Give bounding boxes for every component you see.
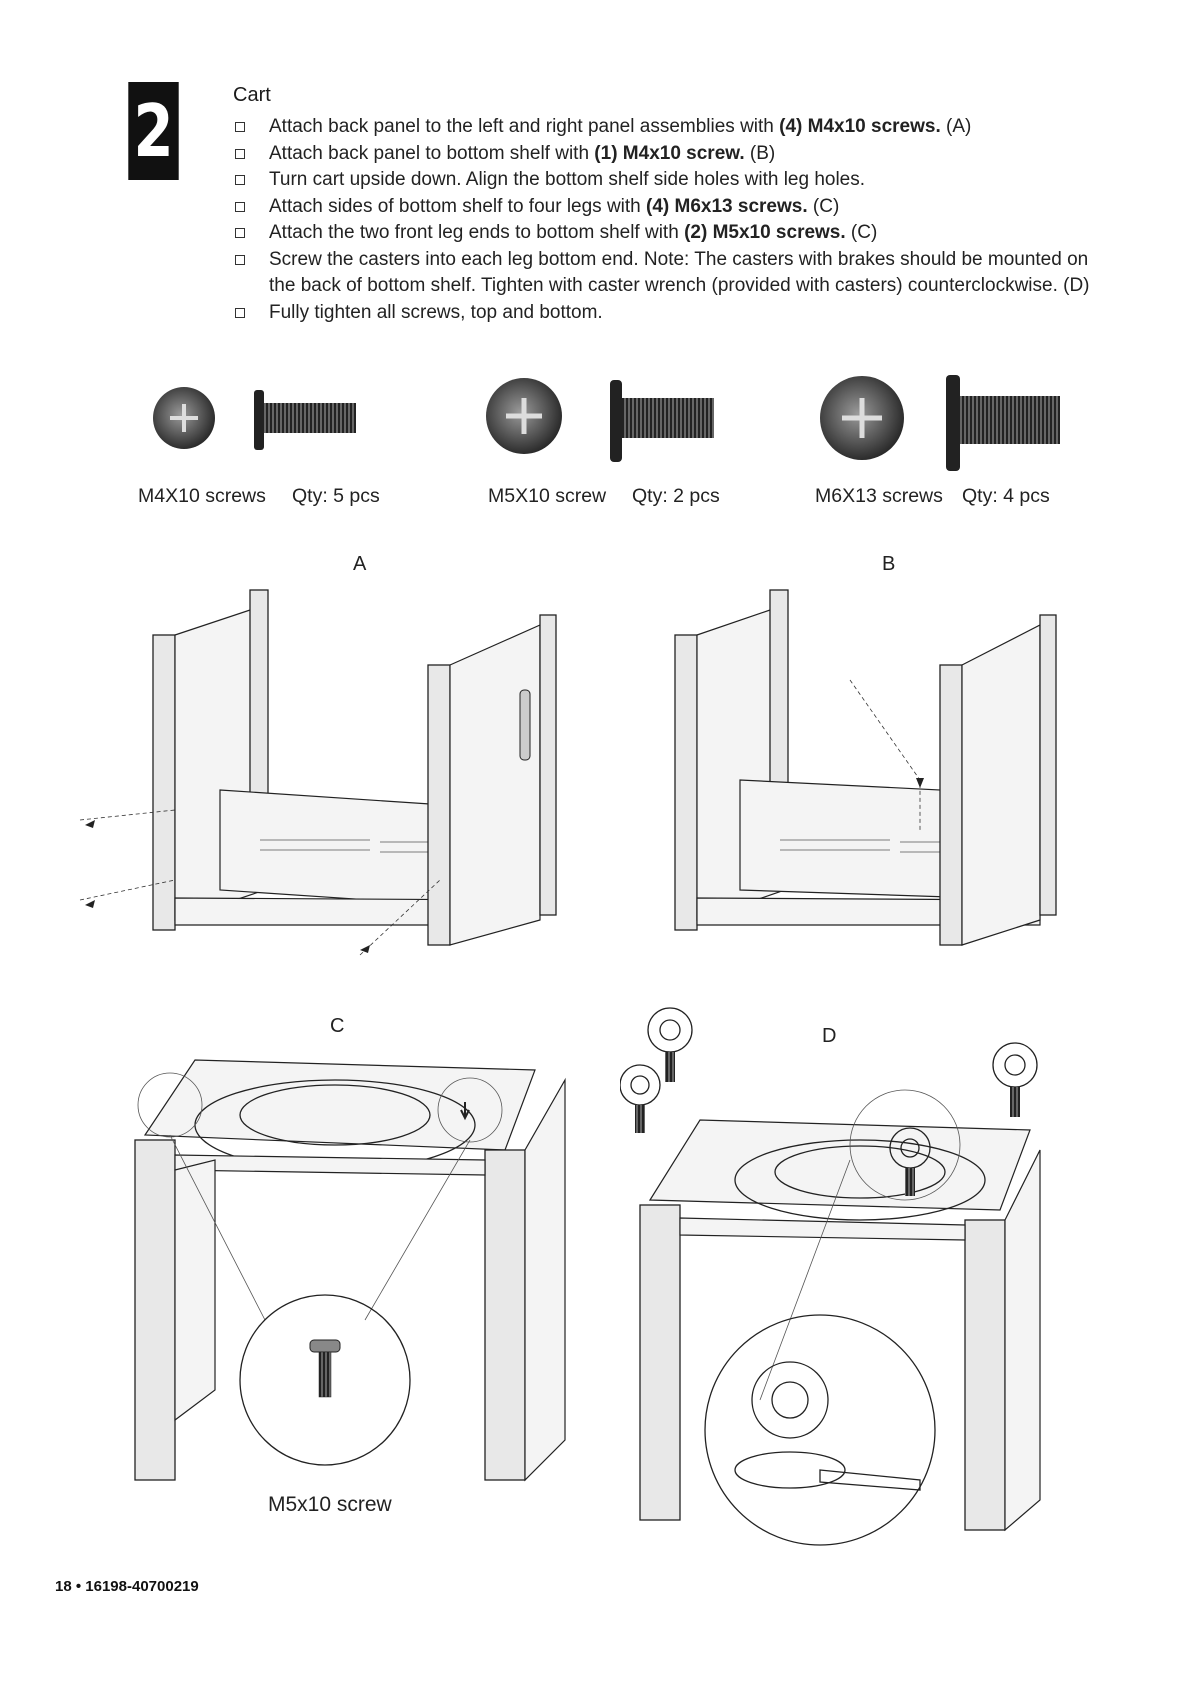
hardware-qty: Qty: 5 pcs <box>292 485 380 507</box>
hardware-strip <box>153 375 1060 471</box>
checkbox-icon <box>235 175 245 185</box>
caster-icon <box>647 1007 693 1082</box>
step-number-badge: 2 <box>128 82 179 180</box>
page-footer: 18 • 16198-40700219 <box>55 1578 199 1595</box>
diagram-b <box>674 589 1057 946</box>
diagram-label-c: C <box>330 1015 345 1037</box>
instruction-item: Attach back panel to the left and right … <box>233 114 1113 141</box>
instruction-item: Fully tighten all screws, top and bottom… <box>233 300 1113 327</box>
instruction-item: Attach the two front leg ends to bottom … <box>233 220 1113 247</box>
diagram-d <box>620 1007 1041 1546</box>
screw-head-icon <box>153 387 215 449</box>
instruction-item: Screw the casters into each leg bottom e… <box>233 247 1113 300</box>
screw-head-icon <box>820 376 904 460</box>
instruction-item: Attach back panel to bottom shelf with (… <box>233 141 1113 168</box>
checkbox-icon <box>235 148 245 159</box>
hardware-name: M5X10 screw <box>488 485 607 507</box>
hardware-name: M6X13 screws <box>815 485 943 507</box>
diagram-c <box>134 1059 566 1482</box>
hardware-qty: Qty: 2 pcs <box>632 485 720 507</box>
checkbox-icon <box>235 228 245 238</box>
caster-icon <box>620 1064 661 1133</box>
caster-icon <box>992 1042 1038 1117</box>
diagram-a <box>79 589 557 956</box>
checkbox-icon <box>235 122 245 132</box>
checkbox-icon <box>235 254 245 265</box>
hardware-name: M4X10 screws <box>138 485 266 507</box>
hardware-qty: Qty: 4 pcs <box>962 485 1050 507</box>
screw-side-icon <box>254 390 356 450</box>
instruction-item: Attach sides of bottom shelf to four leg… <box>233 194 1113 221</box>
screw-side-icon <box>610 380 714 462</box>
diagram-label-a: A <box>353 553 367 575</box>
checkbox-icon <box>235 201 245 212</box>
diagram-c-caption: M5x10 screw <box>268 1493 392 1516</box>
screw-head-icon <box>486 378 562 454</box>
screw-side-icon <box>946 375 1060 471</box>
diagram-label-b: B <box>882 553 896 575</box>
arrow-icon <box>460 1102 470 1121</box>
diagram-label-d: D <box>822 1025 837 1047</box>
checkbox-icon <box>235 307 245 318</box>
instruction-list: Attach back panel to the left and right … <box>233 114 1113 326</box>
arrow-icon <box>916 778 924 788</box>
instruction-item: Turn cart upside down. Align the bottom … <box>233 167 1113 194</box>
caster-icon <box>889 1127 931 1196</box>
section-title: Cart <box>233 84 271 106</box>
